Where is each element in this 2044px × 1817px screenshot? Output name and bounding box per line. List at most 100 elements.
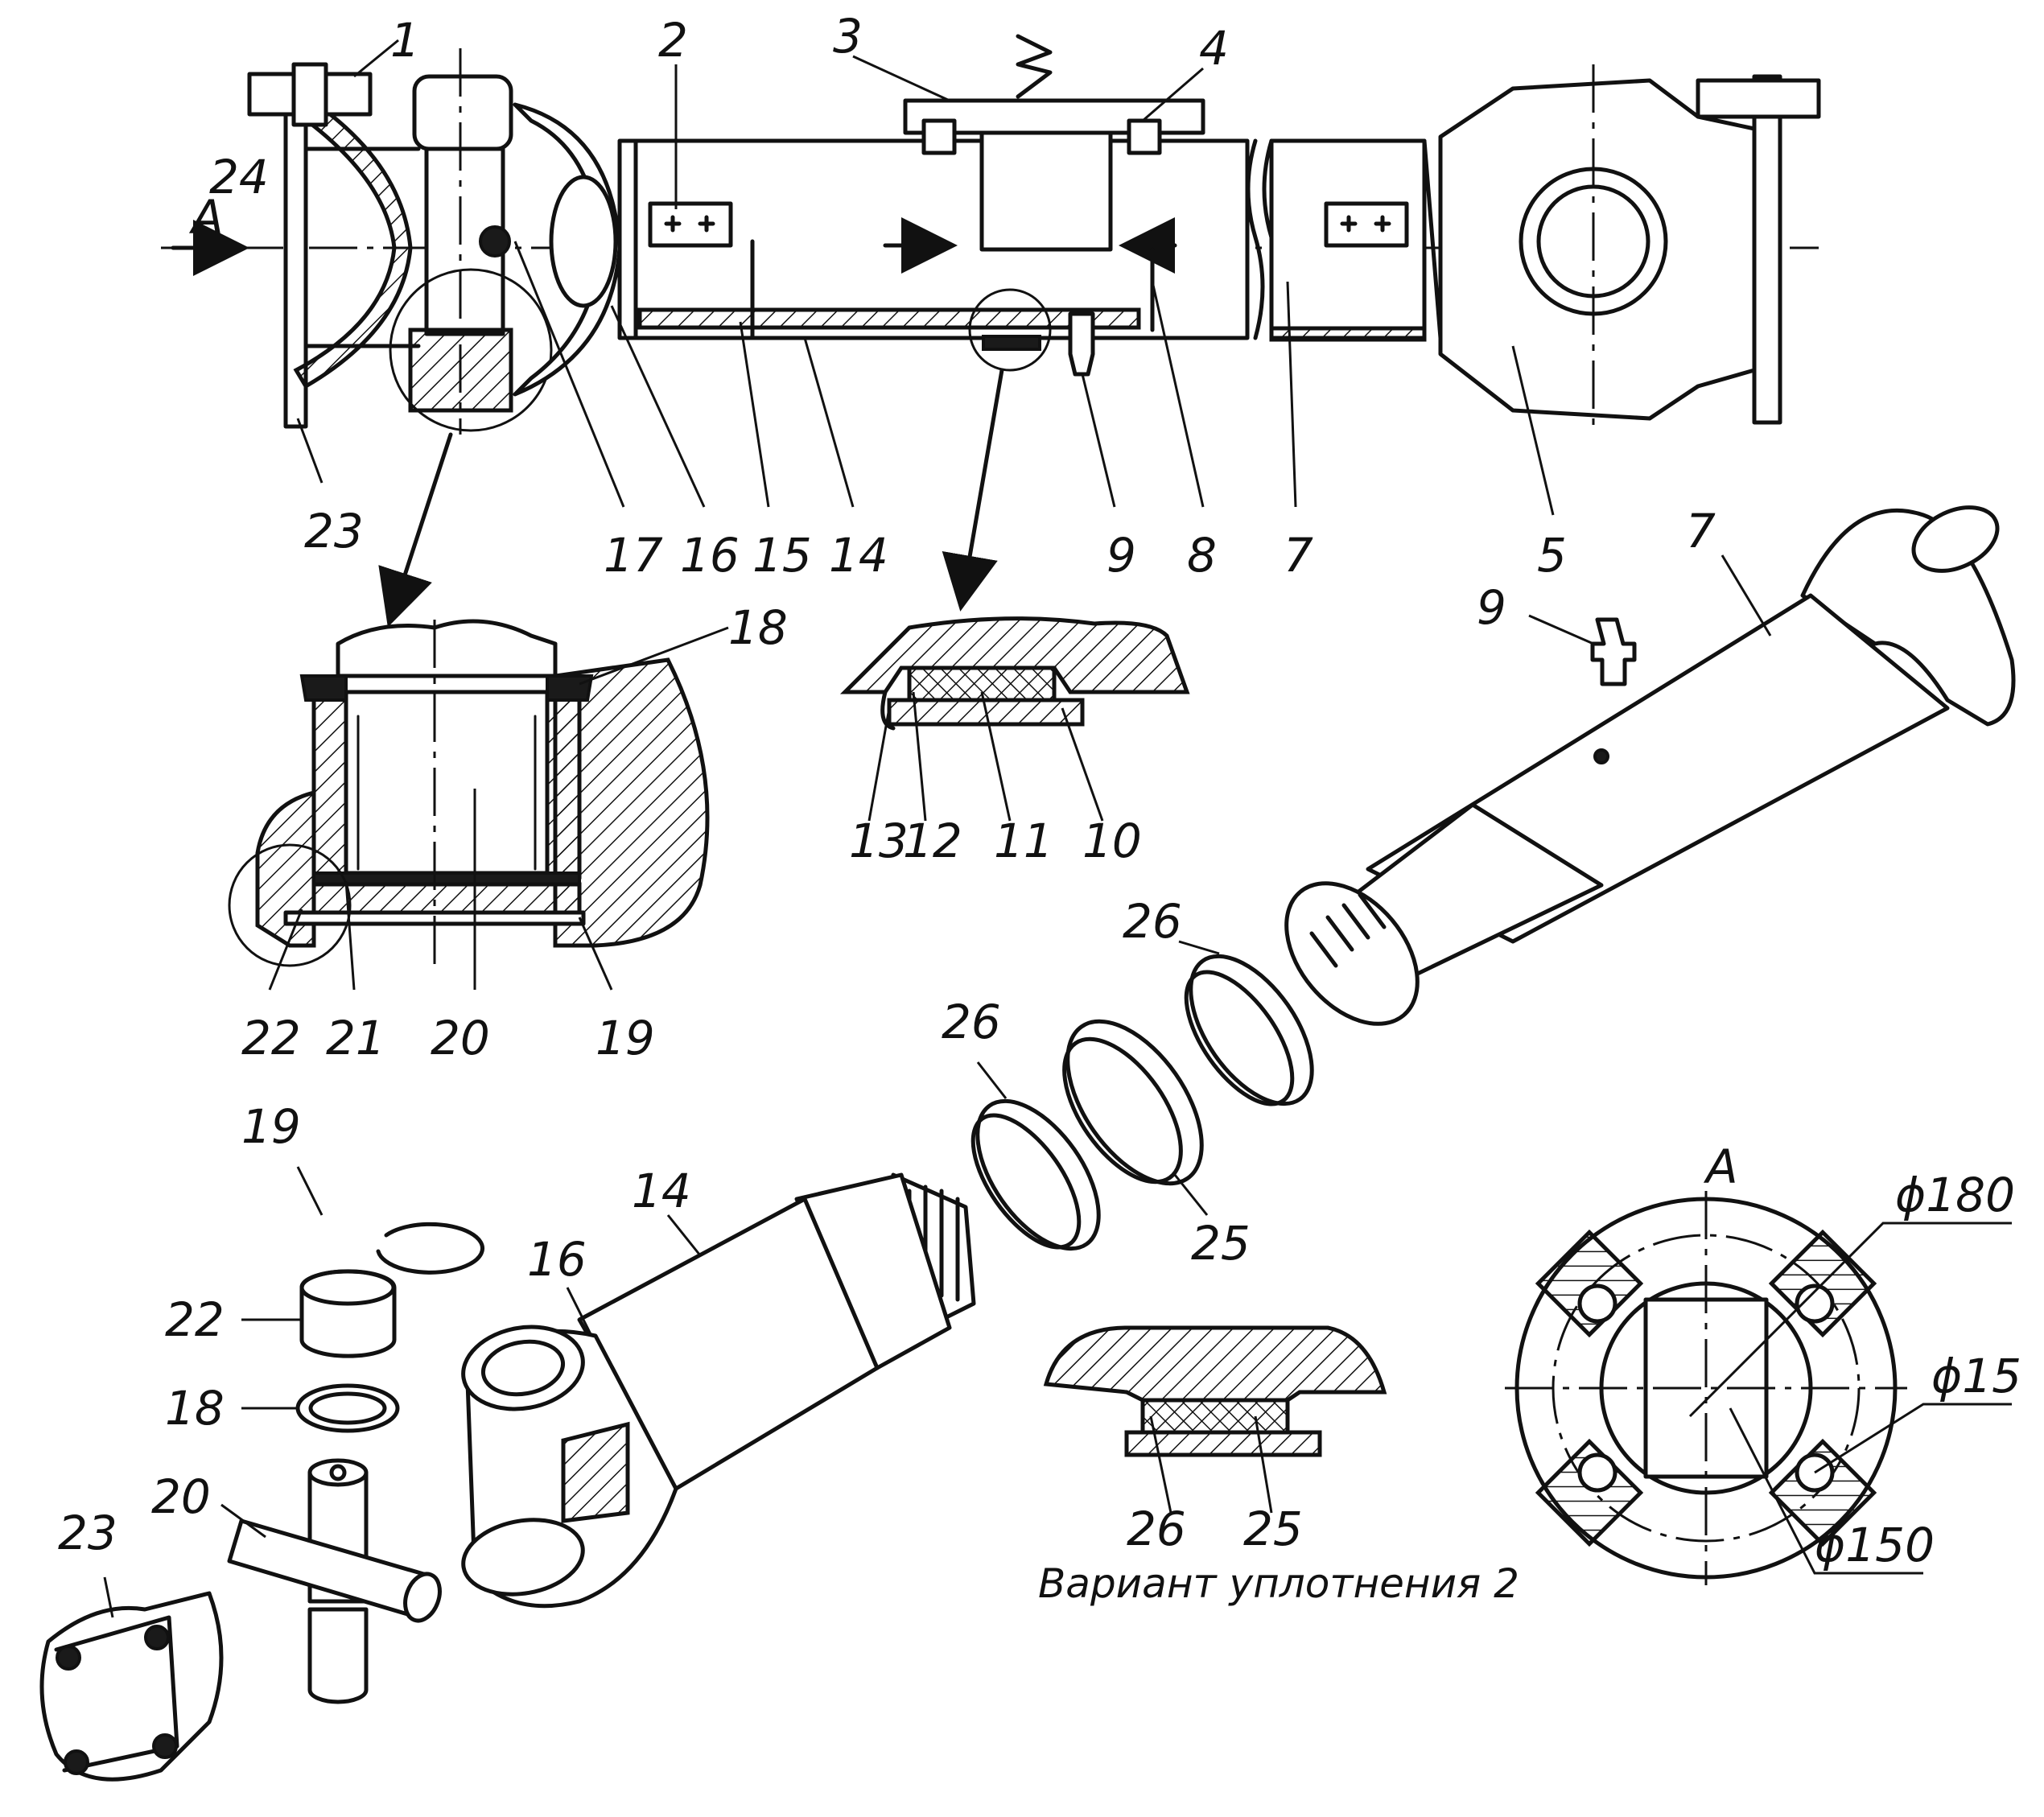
grease-nipple-9 (1068, 311, 1095, 377)
iso-shaft-14: 14 16 (461, 1164, 976, 1609)
iso-flange-face (54, 1615, 179, 1773)
leader-26-a (1178, 940, 1220, 955)
callout-2: 2 (658, 13, 688, 68)
seal-variant-2: 26 25 Вариант уплотнения 2 (1038, 1325, 1519, 1607)
section-label: A (1703, 1139, 1738, 1194)
leader-14-top (803, 337, 855, 508)
grease-nipple-cross (479, 225, 511, 258)
leader-dim-150 (1729, 1407, 1923, 1575)
support-nut-left (921, 118, 957, 155)
leader-19-iso (296, 1166, 323, 1216)
left-flange-web (293, 93, 413, 389)
callout-26-var: 26 (1127, 1502, 1186, 1556)
plate-2-crosses (664, 215, 715, 233)
leader-26-b (976, 1061, 1008, 1099)
detail-yoke-body (553, 657, 710, 948)
variant-housing (1043, 1325, 1387, 1403)
callout-21: 21 (326, 1011, 385, 1065)
iso-flange-hole-3 (152, 1733, 178, 1759)
iso-yoke-7-eye (1911, 505, 2000, 573)
callout-25-a: 25 (1191, 1216, 1251, 1271)
callout-3: 3 (833, 9, 863, 64)
leader-14-iso (666, 1214, 702, 1256)
callout-23-iso: 23 (58, 1506, 117, 1560)
detail-cup-right-wall (545, 690, 582, 880)
leader-10 (1061, 707, 1104, 822)
leader-21 (344, 880, 356, 991)
seal-18-left (299, 674, 348, 702)
iso-yoke-16-eye-top-inner (480, 1339, 566, 1397)
detail-arrow-left (378, 432, 453, 628)
callout-18-iso: 18 (165, 1381, 225, 1436)
balance-plate-2 (648, 201, 733, 248)
callout-5: 5 (1537, 528, 1567, 583)
leader-18-detail (579, 626, 729, 686)
detail-circle-left (389, 268, 553, 432)
detail-circle-seal (968, 288, 1052, 372)
seal-inline (982, 335, 1041, 351)
leader-4 (1142, 67, 1204, 122)
support-housing (979, 130, 1113, 252)
leader-dim-180 (1688, 1222, 2012, 1418)
callout-7-iso: 7 (1686, 504, 1716, 558)
ring-26-upper-inner (1184, 970, 1295, 1106)
leader-15 (739, 321, 770, 508)
balance-plate-right (1324, 201, 1409, 248)
bearing-cap-top (412, 74, 513, 151)
leader-3 (852, 55, 950, 102)
detail-trunnion-20 (344, 690, 550, 876)
leader-22-detail (268, 908, 303, 991)
support-nut-4 (1127, 118, 1162, 155)
callout-14-top: 14 (829, 528, 888, 583)
seal-rings: 26 25 26 (942, 894, 1314, 1271)
tube-wall-15 (637, 307, 1141, 330)
callout-22-iso: 22 (165, 1292, 225, 1347)
iso-flange-hole-2 (144, 1625, 170, 1650)
leader-25-var (1254, 1415, 1273, 1514)
cup-bottom-22 (311, 882, 582, 915)
iso-snap-ring-19 (376, 1222, 484, 1275)
leader-7-top (1286, 281, 1297, 508)
detail-yoke-left (255, 789, 316, 948)
callout-24: 24 (209, 150, 269, 204)
callout-25-var: 25 (1243, 1502, 1303, 1556)
ring-26-lower-inner (970, 1113, 1082, 1250)
callout-11: 11 (994, 814, 1053, 868)
seal-ring-13 (880, 690, 896, 731)
leader-12 (912, 691, 927, 822)
iso-grease-nipple-9 (1590, 617, 1637, 686)
iso-bore-splines (1309, 892, 1387, 968)
leader-17 (513, 241, 625, 508)
seal-housing (839, 616, 1190, 694)
callout-26-b: 26 (942, 995, 1001, 1049)
callout-20-detail: 20 (431, 1011, 490, 1065)
leader-23-top (296, 418, 323, 484)
iso-yoke-16-eye-bottom (461, 1518, 585, 1597)
right-flange-bolt (1696, 78, 1821, 119)
leader-26-var (1149, 1415, 1172, 1514)
callout-17: 17 (604, 528, 663, 583)
iso-flange-yoke-23 (39, 1591, 224, 1782)
plate-right-crosses (1340, 215, 1391, 233)
callout-4: 4 (1199, 21, 1229, 76)
leader-9-iso (1528, 614, 1594, 645)
callout-12: 12 (903, 814, 962, 868)
detail-cross-bearing: 18 19 20 21 22 (228, 432, 788, 1065)
flange-nut (291, 62, 328, 127)
ring-25-inner (1062, 1036, 1183, 1185)
callout-14-iso: 14 (632, 1164, 691, 1218)
callout-7-top: 7 (1284, 528, 1313, 583)
callout-22-detail: 22 (241, 1011, 301, 1065)
leader-20-iso (220, 1503, 266, 1539)
detail-trunnion-top (336, 619, 558, 678)
seal-18-right (546, 674, 594, 702)
view-label: A (188, 190, 224, 245)
ring-26-upper (1189, 954, 1314, 1106)
left-flange-edges (303, 146, 421, 348)
callout-1: 1 (390, 13, 420, 68)
iso-yoke-16-web (561, 1421, 630, 1523)
callout-16-iso: 16 (527, 1232, 587, 1287)
callout-10: 10 (1082, 814, 1142, 868)
callout-15: 15 (752, 528, 812, 583)
